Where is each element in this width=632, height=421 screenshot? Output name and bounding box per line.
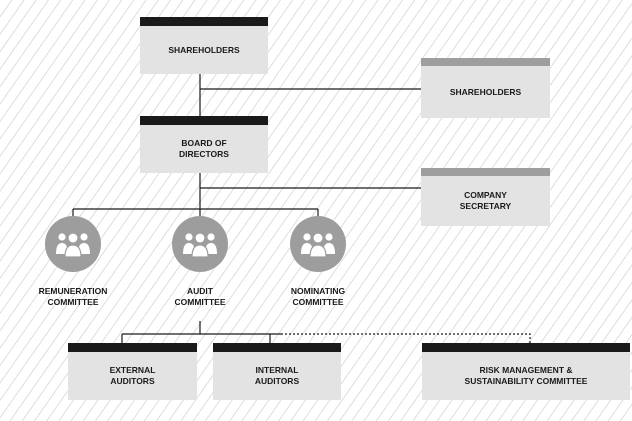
people-group-icon bbox=[301, 233, 335, 258]
people-group-icon bbox=[56, 233, 90, 258]
remuneration-committee-icon bbox=[45, 216, 101, 272]
internal-auditors-box: INTERNAL AUDITORS bbox=[213, 343, 341, 400]
people-group-icon bbox=[183, 233, 217, 258]
board-of-directors-box: BOARD OF DIRECTORS bbox=[140, 116, 268, 173]
nominating-committee-icon bbox=[290, 216, 346, 272]
audit-committee-icon bbox=[172, 216, 228, 272]
shareholders-box: SHAREHOLDERS bbox=[140, 17, 268, 74]
remuneration-committee-label: REMUNERATION COMMITTEE bbox=[38, 286, 108, 307]
connector-risk-dotted bbox=[281, 333, 531, 343]
company-secretary-box: COMPANY SECRETARY bbox=[421, 168, 550, 226]
external-auditors-box: EXTERNAL AUDITORS bbox=[68, 343, 197, 400]
nominating-committee-label: NOMINATING COMMITTEE bbox=[290, 286, 346, 307]
risk-management-committee-box: RISK MANAGEMENT & SUSTAINABILITY COMMITT… bbox=[422, 343, 630, 400]
audit-committee-label: AUDIT COMMITTEE bbox=[174, 286, 226, 307]
shareholders-side-box: SHAREHOLDERS bbox=[421, 58, 550, 118]
